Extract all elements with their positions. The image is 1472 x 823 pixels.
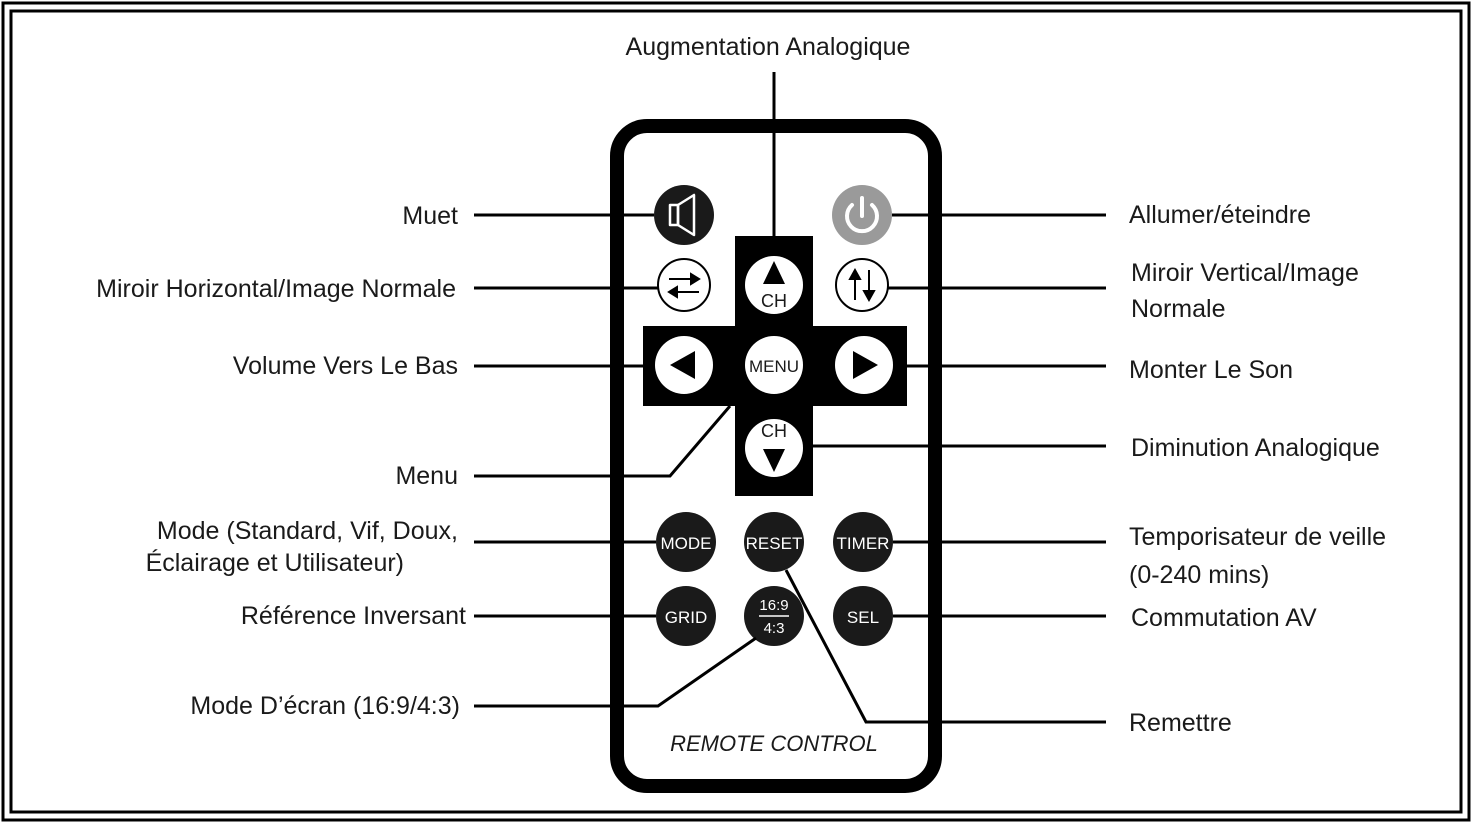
mirror-vertical-button[interactable] bbox=[835, 258, 889, 312]
power-button[interactable] bbox=[832, 185, 892, 245]
label-menu: Menu bbox=[395, 462, 458, 490]
label-miroir-horizontal: Miroir Horizontal/Image Normale bbox=[96, 275, 456, 303]
triangle-up-icon bbox=[763, 261, 785, 284]
label-miroir-vertical-line1: Miroir Vertical/Image bbox=[1131, 259, 1359, 287]
reset-button[interactable]: RESET bbox=[744, 512, 804, 572]
leader-ecran bbox=[474, 636, 757, 708]
label-augmentation: Augmentation Analogique bbox=[626, 33, 911, 61]
ratio-bottom-label: 4:3 bbox=[764, 620, 785, 637]
sel-button-label: SEL bbox=[847, 608, 879, 627]
grid-button-label: GRID bbox=[665, 608, 708, 627]
ratio-top-label: 16:9 bbox=[759, 597, 788, 614]
leader-remettre bbox=[784, 569, 1106, 724]
channel-down-button[interactable]: CH bbox=[745, 419, 803, 477]
triangle-right-icon bbox=[853, 351, 878, 379]
leader-lines bbox=[474, 72, 1106, 724]
menu-button-label: MENU bbox=[749, 357, 799, 376]
label-power: Allumer/éteindre bbox=[1129, 201, 1311, 229]
label-timer-line1: Temporisateur de veille bbox=[1129, 523, 1386, 551]
timer-button-label: TIMER bbox=[837, 534, 890, 553]
swap-vertical-icon bbox=[848, 267, 876, 303]
volume-up-button[interactable] bbox=[835, 336, 893, 394]
label-volume-bas: Volume Vers Le Bas bbox=[233, 352, 458, 380]
mode-button-label: MODE bbox=[661, 534, 712, 553]
remote-caption: REMOTE CONTROL bbox=[670, 731, 878, 756]
ch-up-label: CH bbox=[761, 291, 787, 311]
label-timer-line2: (0-240 mins) bbox=[1129, 561, 1269, 589]
label-mode-line2: Éclairage et Utilisateur) bbox=[146, 548, 404, 577]
volume-down-button[interactable] bbox=[655, 336, 713, 394]
sel-button[interactable]: SEL bbox=[833, 586, 893, 646]
timer-button[interactable]: TIMER bbox=[833, 512, 893, 572]
swap-horizontal-icon bbox=[667, 272, 701, 299]
label-miroir-vertical-line2: Normale bbox=[1131, 295, 1225, 323]
mirror-horizontal-button[interactable] bbox=[657, 258, 711, 312]
leader-menu bbox=[474, 405, 732, 478]
triangle-left-icon bbox=[670, 351, 695, 379]
speaker-icon bbox=[668, 193, 696, 237]
inner-frame bbox=[9, 9, 1463, 814]
triangle-down-icon bbox=[763, 449, 785, 472]
mute-button[interactable] bbox=[654, 185, 714, 245]
aspect-ratio-button[interactable]: 16:9 4:3 bbox=[744, 586, 804, 646]
reset-button-label: RESET bbox=[746, 534, 803, 553]
label-monter: Monter Le Son bbox=[1129, 356, 1293, 384]
grid-button[interactable]: GRID bbox=[656, 586, 716, 646]
mode-button[interactable]: MODE bbox=[656, 512, 716, 572]
label-mode-line1: Mode (Standard, Vif, Doux, bbox=[157, 517, 458, 545]
label-reference: Référence Inversant bbox=[241, 602, 466, 630]
menu-button[interactable]: MENU bbox=[745, 336, 803, 394]
label-ecran: Mode D’écran (16:9/4:3) bbox=[190, 692, 460, 720]
label-av: Commutation AV bbox=[1131, 604, 1317, 632]
label-diminution: Diminution Analogique bbox=[1131, 434, 1380, 462]
ch-down-label: CH bbox=[761, 421, 787, 441]
label-muet: Muet bbox=[402, 202, 458, 230]
label-remettre: Remettre bbox=[1129, 709, 1232, 737]
channel-up-button[interactable]: CH bbox=[745, 256, 803, 314]
power-icon bbox=[845, 196, 879, 234]
